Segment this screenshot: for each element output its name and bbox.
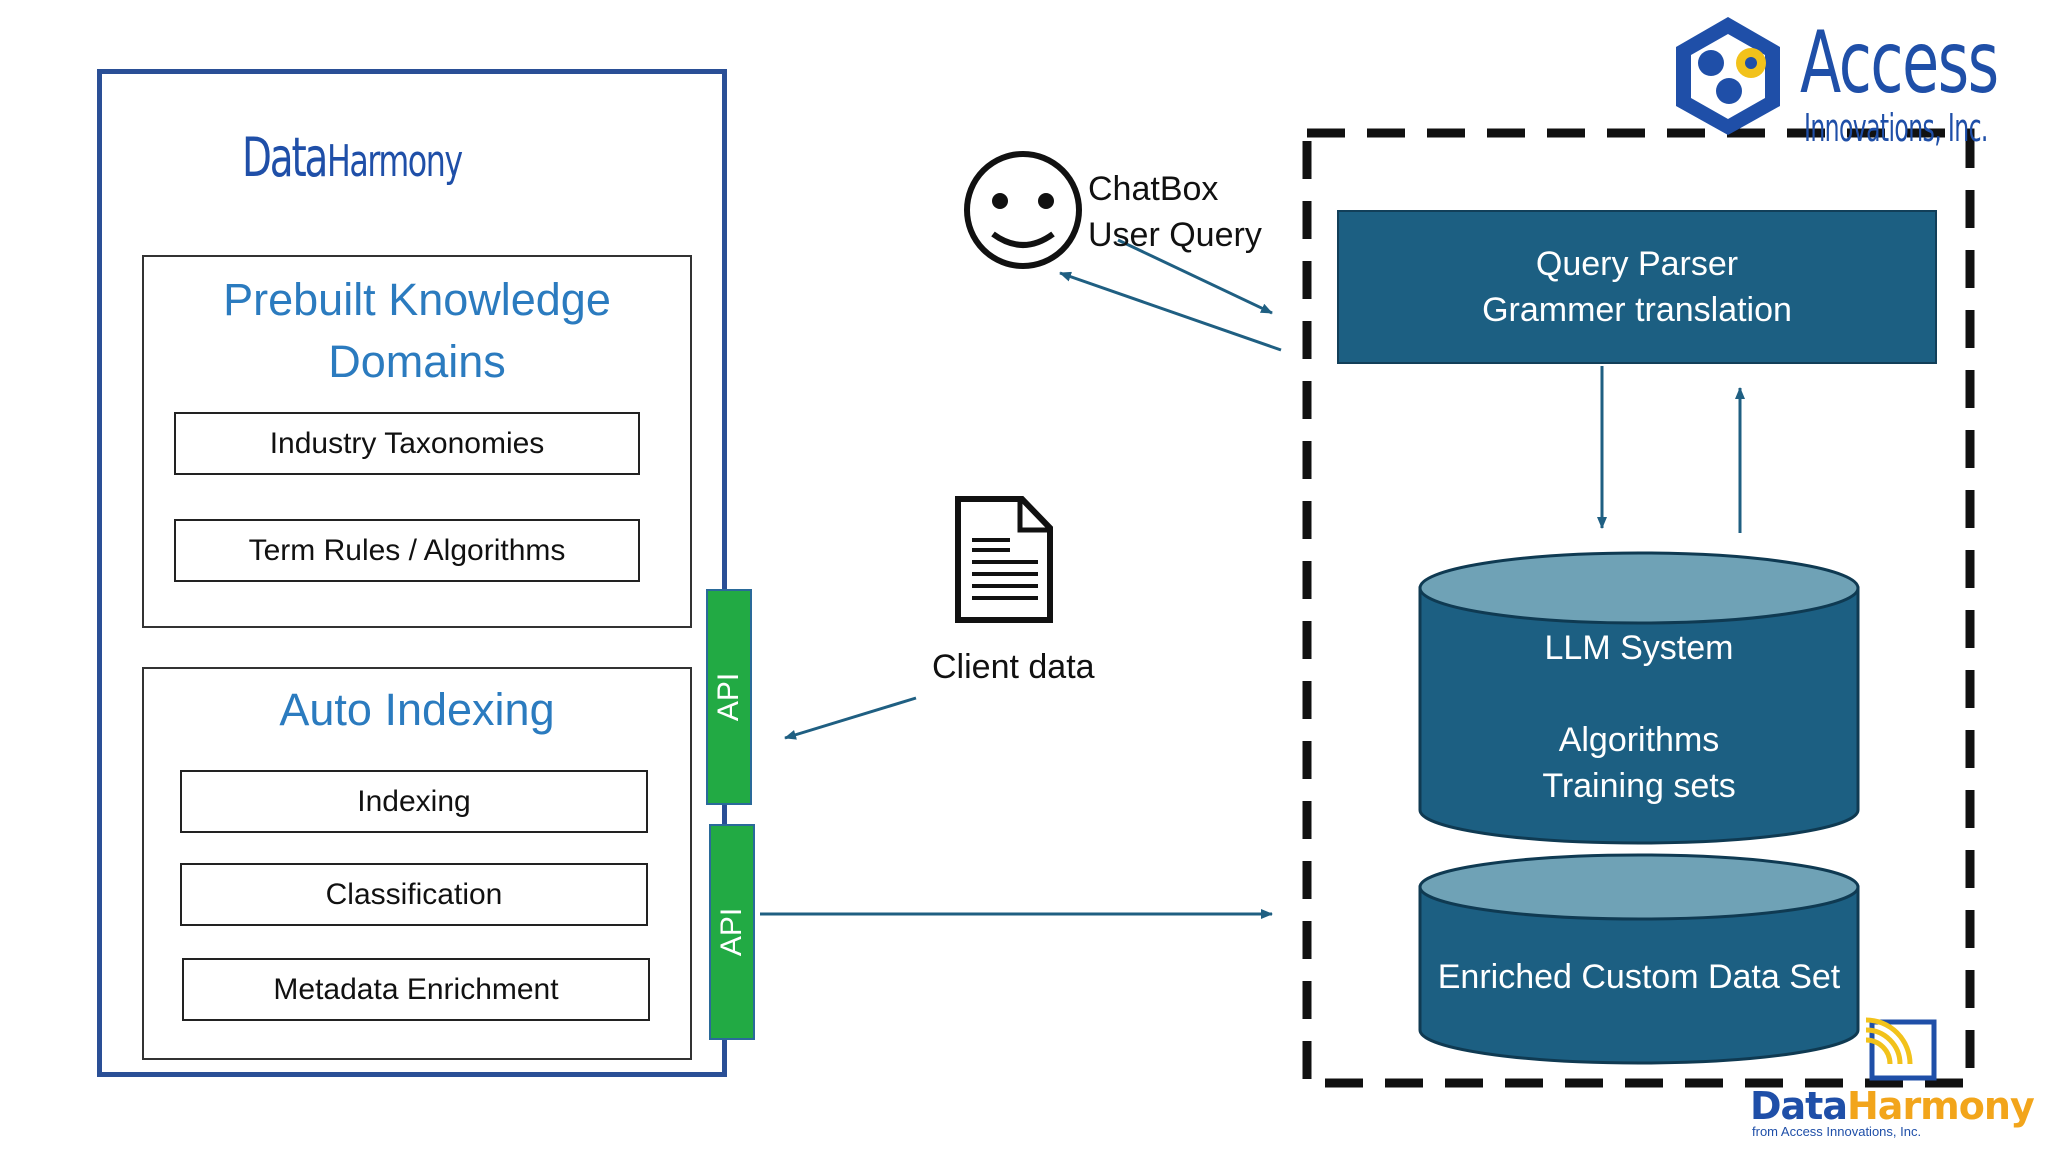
llm-system-cylinder [1418,551,1860,845]
enriched-data-set-label: Enriched Custom Data Set [1437,958,1841,996]
data-harmony-panel: Data Harmony Prebuilt Knowledge Domains … [97,69,727,1077]
access-logo: Access Innovations, Inc. [1800,18,2040,158]
query-parser-line1: Query Parser [1535,245,1739,283]
access-hex-icon [1676,17,1780,135]
bottom-logo-data: Data [1750,1084,1848,1128]
industry-taxonomies-box: Industry Taxonomies [174,412,640,475]
access-logo-word: Access [1800,13,1999,113]
prebuilt-title-line2: Domains [328,336,506,387]
arrow-parser-to-chatbox [1059,271,1282,352]
term-rules-box: Term Rules / Algorithms [174,519,640,582]
smiley-face-icon [964,151,1082,269]
query-parser-box: Query Parser Grammer translation [1337,210,1937,364]
query-parser-line2: Grammer translation [1482,291,1792,329]
llm-algorithms-label: Algorithms [1558,721,1720,759]
api-tab-input: API [706,589,752,805]
logo-word-harmony: Harmony [327,136,463,187]
classification-box: Classification [180,863,648,926]
api-tab-output: API [709,824,755,1040]
chatbox-label-line2: User Query [1088,216,1262,254]
metadata-enrichment-box: Metadata Enrichment [182,958,650,1021]
api-tab-output-label: API [715,907,749,957]
data-set-cylinder [1418,853,1860,1065]
data-harmony-logo: Data Harmony [242,126,514,189]
api-tab-input-label: API [712,672,746,722]
client-data-label: Client data [932,648,1095,686]
logo-word-data: Data [242,126,328,189]
auto-indexing-section: Auto Indexing Indexing Classification Me… [142,667,692,1060]
data-harmony-bottom-logo: DataHarmony from Access Innovations, Inc… [1750,1084,2035,1139]
llm-system-label: LLM System [1544,629,1734,667]
bottom-logo-harmony: Harmony [1847,1084,2035,1128]
auto-indexing-title: Auto Indexing [279,684,555,735]
bottom-logo-subtitle: from Access Innovations, Inc. [1752,1124,1922,1139]
llm-training-sets-label: Training sets [1542,767,1736,805]
prebuilt-title-line1: Prebuilt Knowledge [223,274,611,325]
chatbox-label-line1: ChatBox [1088,170,1219,208]
data-harmony-brand-icon [1865,1017,1937,1081]
arrow-chatbox-to-parser [1117,238,1273,315]
prebuilt-knowledge-section: Prebuilt Knowledge Domains Industry Taxo… [142,255,692,628]
arrow-client-data-to-api [784,696,917,740]
document-icon [955,496,1053,623]
access-logo-subtitle: Innovations, Inc. [1804,106,1988,150]
system-boundary-frame [1302,128,1975,1088]
indexing-box: Indexing [180,770,648,833]
